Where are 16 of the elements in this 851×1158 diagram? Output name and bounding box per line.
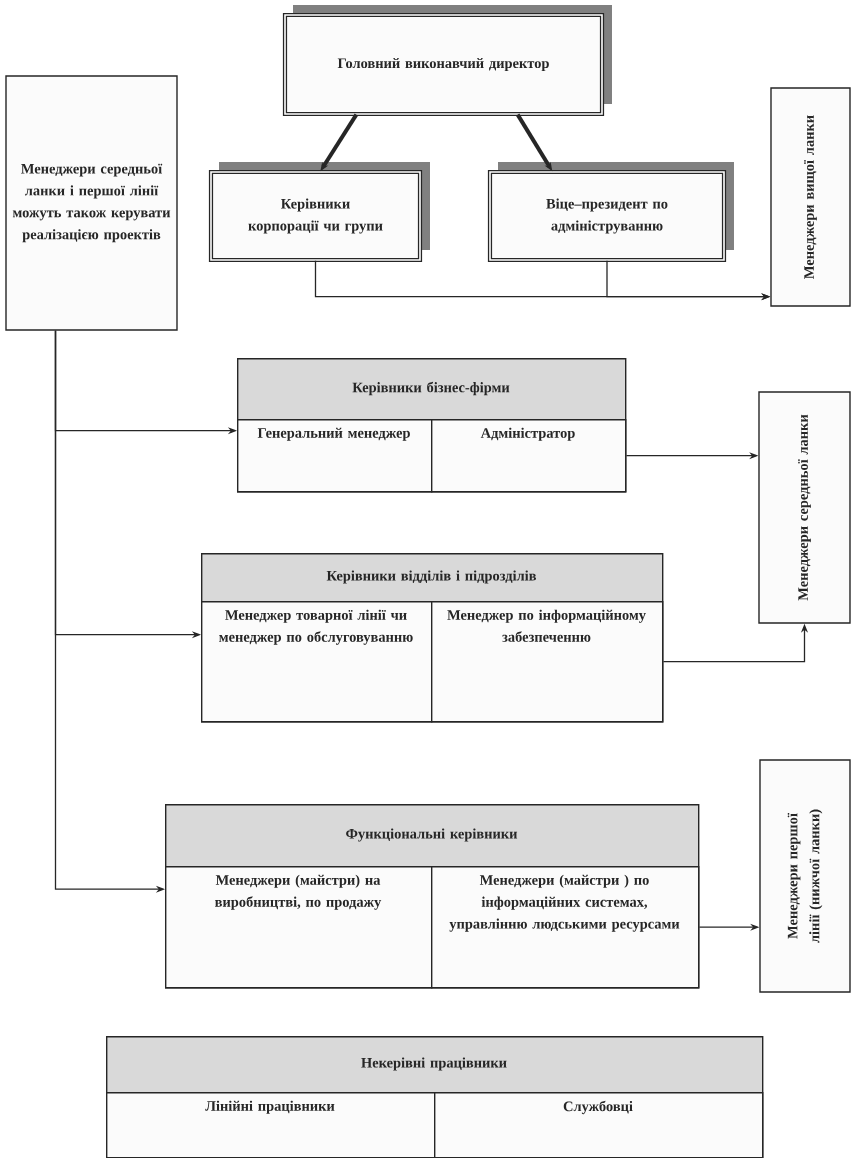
shadowed-box: Керівники корпорації чи групи	[208, 162, 430, 263]
level-box: Менеджери вищої ланки	[770, 87, 851, 307]
shadowed-box: Головний виконавчий директор	[282, 5, 612, 117]
table-cell: Службовці	[434, 1092, 764, 1158]
table-cell: Адміністратор	[431, 419, 627, 493]
note-box: Менеджери середньої ланки і першої лінії можуть також керувати реалізацією проектів	[5, 75, 178, 331]
table-cell: Менеджери (майстри) на виробництві, по продажу	[165, 866, 433, 989]
table-cell: Генеральний менеджер	[237, 419, 433, 493]
shadowed-box: Віце–президент по адмініструванню	[487, 162, 734, 263]
node-label: Лінійні працівники	[205, 1100, 335, 1114]
table-cell: Менеджери (майстри ) по інформаційних системах, управлінню людськими ресурсами	[431, 866, 700, 989]
level-box: Менеджери першої лінії (нижчої ланки)	[759, 759, 851, 993]
table-cell: Лінійні працівники	[106, 1092, 436, 1158]
table-cell: Менеджер по інформаційному забезпеченню	[431, 601, 664, 723]
table-cell: Менеджер товарної лінії чи менеджер по обслуговуванню	[201, 601, 433, 723]
level-box: Менеджери середньої ланки	[758, 391, 851, 624]
